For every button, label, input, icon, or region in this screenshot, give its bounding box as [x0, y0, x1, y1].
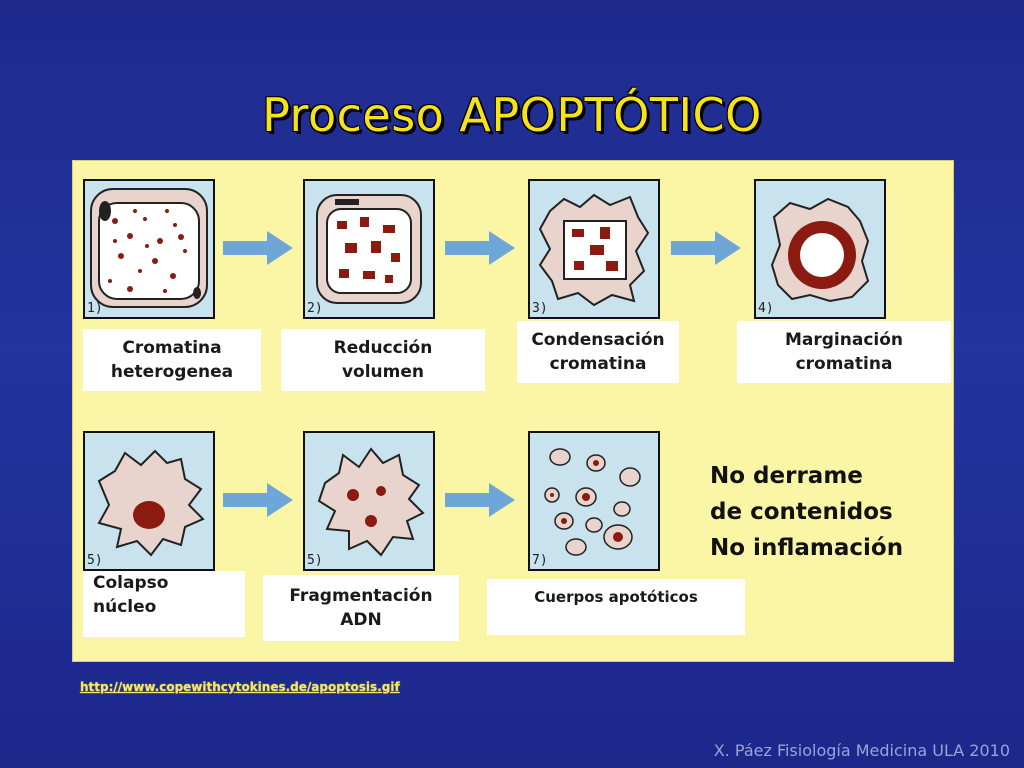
stage-2-cell-drawing — [316, 194, 422, 304]
stage-5-label: Colapso núcleo — [83, 571, 245, 637]
summary-note: No derrame de contenidos No inflamación — [710, 458, 903, 566]
arrow-right-icon — [445, 231, 515, 265]
arrow-right-icon — [223, 483, 293, 517]
label-line: Reducción — [333, 338, 433, 358]
stage-7-cell-drawing — [544, 448, 641, 556]
label-line: cromatina — [795, 354, 893, 374]
stage-1-label: Cromatina heterogenea — [83, 329, 261, 391]
stage-5-cell-drawing — [97, 449, 205, 557]
label-line: Fragmentación — [289, 586, 433, 606]
stage-7-image: 7) — [528, 431, 660, 571]
stage-4-cell-drawing — [770, 197, 870, 303]
label-line: cromatina — [549, 354, 647, 374]
label-line: Cuerpos apotóticos — [534, 588, 698, 606]
apoptosis-diagram-panel: 1) 2) — [72, 160, 954, 662]
stage-number: 3) — [532, 301, 548, 316]
note-line: No derrame — [710, 463, 863, 489]
stage-4-label: Marginación cromatina — [737, 321, 951, 383]
stage-6-cell-drawing — [317, 447, 425, 557]
stage-4-image: 4) — [754, 179, 886, 319]
label-line: Condensación — [531, 330, 665, 350]
label-line: Cromatina — [122, 338, 222, 358]
label-line: volumen — [341, 362, 425, 382]
stage-5-image: 5) — [83, 431, 215, 571]
stage-6-image: 5) — [303, 431, 435, 571]
slide-footer: X. Páez Fisiología Medicina ULA 2010 — [713, 741, 1010, 760]
label-line: Marginación — [784, 330, 904, 350]
note-line: No inflamación — [710, 535, 904, 561]
arrow-right-icon — [445, 483, 515, 517]
stage-number: 5) — [87, 553, 103, 568]
stage-1-cell-drawing — [90, 188, 208, 308]
arrow-right-icon — [671, 231, 741, 265]
stage-number: 7) — [532, 553, 548, 568]
stage-3-label: Condensación cromatina — [517, 321, 679, 383]
stage-7-label: Cuerpos apotóticos — [487, 579, 745, 635]
stage-number: 1) — [87, 301, 103, 316]
label-line: núcleo — [93, 597, 157, 617]
stage-3-image: 3) — [528, 179, 660, 319]
arrow-right-icon — [223, 231, 293, 265]
slide-title: Proceso APOPTÓTICO — [262, 88, 762, 142]
stage-number: 2) — [307, 301, 323, 316]
stage-number: 5) — [307, 553, 323, 568]
stage-6-label: Fragmentación ADN — [263, 575, 459, 641]
stage-3-cell-drawing — [538, 193, 650, 307]
stage-2-label: Reducción volumen — [281, 329, 485, 391]
stage-2-image: 2) — [303, 179, 435, 319]
label-line: heterogenea — [110, 362, 234, 382]
stage-1-image: 1) — [83, 179, 215, 319]
label-line: ADN — [340, 610, 382, 630]
source-link[interactable]: http://www.copewithcytokines.de/apoptosi… — [80, 680, 400, 694]
label-line: Colapso — [93, 573, 169, 593]
note-line: de contenidos — [710, 499, 893, 525]
stage-number: 4) — [758, 301, 774, 316]
